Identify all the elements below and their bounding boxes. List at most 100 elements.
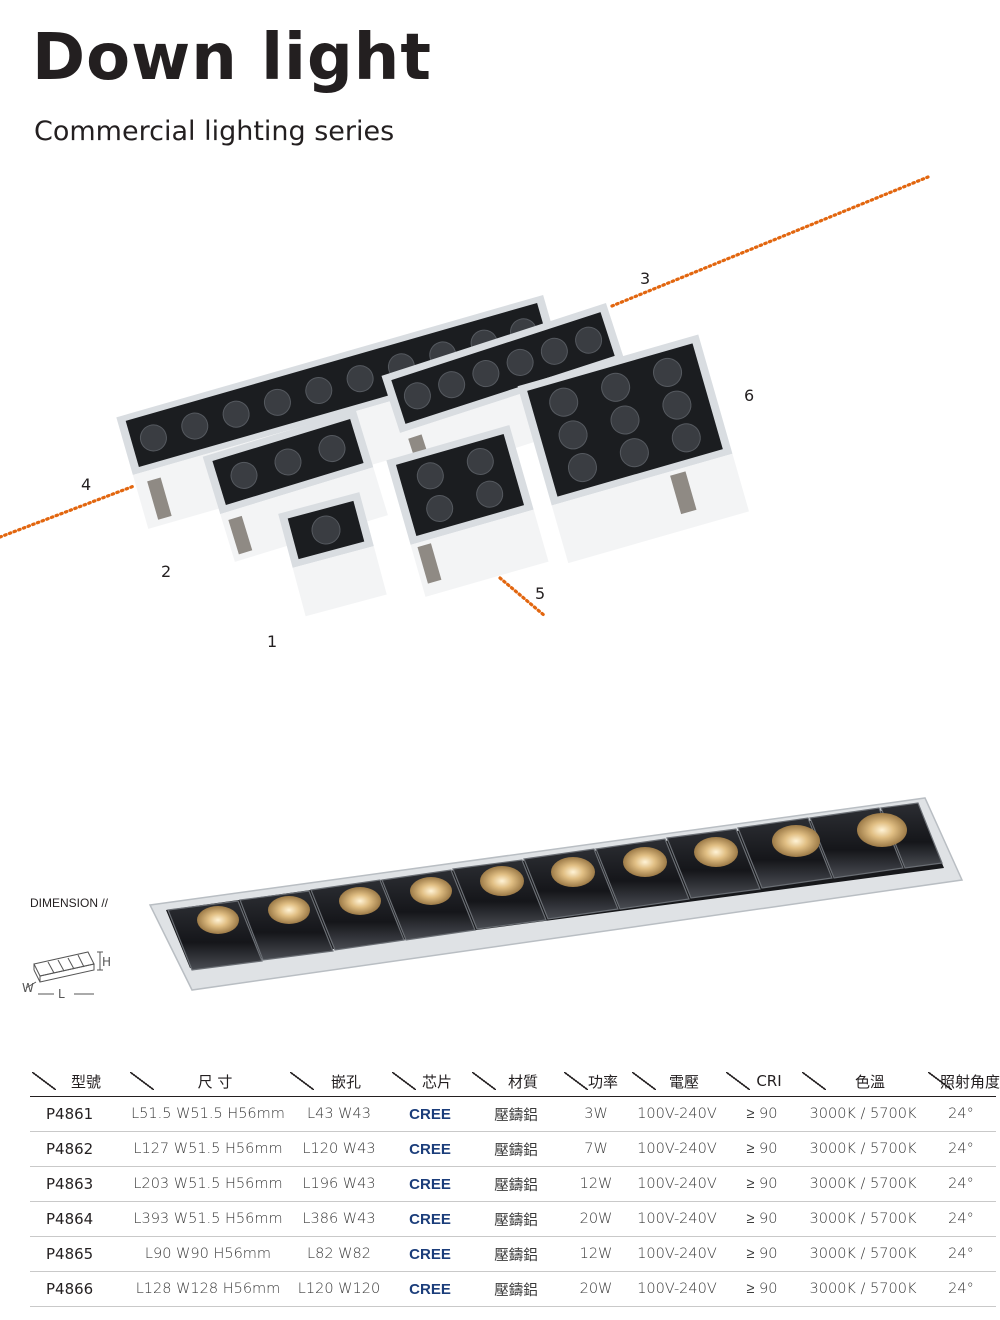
table-row: P4862 L127 W51.5 H56mm L120 W43 CREE 壓鑄鋁… (30, 1131, 996, 1167)
leader-line-5 (498, 576, 547, 618)
cell-model: P4861 (30, 1096, 128, 1132)
column-header-model: 型號 (30, 1066, 128, 1097)
lit-linear-light-illustration (148, 797, 964, 991)
cell-chip: CREE (390, 1131, 470, 1167)
cell-size: L203 W51.5 H56mm (128, 1166, 288, 1202)
cell-cutout: L120 W43 (288, 1131, 390, 1167)
cell-material: 壓鑄鋁 (470, 1166, 562, 1202)
cell-cutout: L43 W43 (288, 1096, 390, 1132)
cell-power: 12W (562, 1236, 630, 1272)
specification-table: 型號 尺 寸 嵌孔 芯片 材質 功率 電壓 CRI 色溫 照射角度 P4861 … (30, 1066, 1000, 1307)
cell-voltage: 100V-240V (630, 1236, 724, 1272)
callout-number-6: 6 (744, 386, 755, 405)
cell-beam-angle: 24° (926, 1201, 996, 1237)
callout-leaders (0, 175, 930, 618)
cell-cutout: L82 W82 (288, 1236, 390, 1272)
page-title: Down light (32, 21, 432, 95)
cell-voltage: 100V-240V (630, 1131, 724, 1167)
cell-model: P4865 (30, 1236, 128, 1272)
cell-beam-angle: 24° (926, 1096, 996, 1132)
column-header-cri: CRI (724, 1066, 800, 1097)
cell-cri: ≥ 90 (724, 1166, 800, 1202)
product-5-quad-light (386, 425, 549, 597)
leader-line-3 (610, 175, 930, 308)
cell-size: L128 W128 H56mm (128, 1271, 288, 1307)
cell-color-temp: 3000K / 5700K (800, 1201, 926, 1237)
cell-power: 7W (562, 1131, 630, 1167)
dimension-diagram-icon: H W L (22, 951, 111, 1001)
column-header-voltage: 電壓 (630, 1066, 724, 1097)
cell-power: 3W (562, 1096, 630, 1132)
cell-chip: CREE (390, 1271, 470, 1307)
cell-chip: CREE (390, 1096, 470, 1132)
cell-chip: CREE (390, 1201, 470, 1237)
cell-color-temp: 3000K / 5700K (800, 1166, 926, 1202)
cell-beam-angle: 24° (926, 1271, 996, 1307)
dimension-width-letter: W (22, 981, 34, 995)
cell-cutout: L386 W43 (288, 1201, 390, 1237)
cell-color-temp: 3000K / 5700K (800, 1236, 926, 1272)
cell-size: L90 W90 H56mm (128, 1236, 288, 1272)
callout-number-3: 3 (640, 269, 651, 288)
cell-beam-angle: 24° (926, 1166, 996, 1202)
cell-size: L127 W51.5 H56mm (128, 1131, 288, 1167)
table-header-row: 型號 尺 寸 嵌孔 芯片 材質 功率 電壓 CRI 色溫 照射角度 (30, 1066, 1000, 1097)
column-header-color-temp: 色溫 (800, 1066, 926, 1097)
cell-voltage: 100V-240V (630, 1201, 724, 1237)
cell-power: 20W (562, 1201, 630, 1237)
column-header-material: 材質 (470, 1066, 562, 1097)
dimension-height-letter: H (102, 955, 111, 969)
cell-voltage: 100V-240V (630, 1096, 724, 1132)
cell-size: L51.5 W51.5 H56mm (128, 1096, 288, 1132)
cell-power: 20W (562, 1271, 630, 1307)
cell-cri: ≥ 90 (724, 1201, 800, 1237)
cell-beam-angle: 24° (926, 1236, 996, 1272)
cell-color-temp: 3000K / 5700K (800, 1131, 926, 1167)
cell-cri: ≥ 90 (724, 1096, 800, 1132)
cell-chip: CREE (390, 1236, 470, 1272)
cell-model: P4866 (30, 1271, 128, 1307)
cell-beam-angle: 24° (926, 1131, 996, 1167)
cell-material: 壓鑄鋁 (470, 1131, 562, 1167)
leader-line-4 (0, 484, 136, 539)
callout-number-2: 2 (161, 562, 172, 581)
cell-size: L393 W51.5 H56mm (128, 1201, 288, 1237)
cell-cutout: L120 W120 (288, 1271, 390, 1307)
cell-chip: CREE (390, 1166, 470, 1202)
cell-material: 壓鑄鋁 (470, 1236, 562, 1272)
dimension-length-letter: L (58, 987, 65, 1001)
cell-cutout: L196 W43 (288, 1166, 390, 1202)
product-group-illustration (0, 175, 930, 618)
cell-power: 12W (562, 1166, 630, 1202)
table-row: P4861 L51.5 W51.5 H56mm L43 W43 CREE 壓鑄鋁… (30, 1096, 996, 1132)
column-header-cutout: 嵌孔 (288, 1066, 390, 1097)
cell-material: 壓鑄鋁 (470, 1096, 562, 1132)
cell-color-temp: 3000K / 5700K (800, 1096, 926, 1132)
cell-cri: ≥ 90 (724, 1236, 800, 1272)
table-row: P4863 L203 W51.5 H56mm L196 W43 CREE 壓鑄鋁… (30, 1166, 996, 1202)
callout-number-4: 4 (81, 475, 92, 494)
product-1-single-light (278, 492, 387, 617)
cell-color-temp: 3000K / 5700K (800, 1271, 926, 1307)
warm-lit-lenses (197, 813, 907, 934)
column-header-chip: 芯片 (390, 1066, 470, 1097)
table-row: P4865 L90 W90 H56mm L82 W82 CREE 壓鑄鋁 12W… (30, 1236, 996, 1272)
product-6-grid-light (517, 334, 749, 564)
cell-model: P4863 (30, 1166, 128, 1202)
table-row: P4866 L128 W128 H56mm L120 W120 CREE 壓鑄鋁… (30, 1271, 996, 1307)
cell-cri: ≥ 90 (724, 1131, 800, 1167)
cell-model: P4862 (30, 1131, 128, 1167)
cell-material: 壓鑄鋁 (470, 1271, 562, 1307)
cell-model: P4864 (30, 1201, 128, 1237)
column-header-beam-angle: 照射角度 (926, 1066, 1000, 1097)
callout-number-1: 1 (267, 632, 278, 651)
cell-material: 壓鑄鋁 (470, 1201, 562, 1237)
dimension-label: DIMENSION // (30, 896, 109, 910)
cell-voltage: 100V-240V (630, 1271, 724, 1307)
callout-number-5: 5 (535, 584, 546, 603)
column-header-size: 尺 寸 (128, 1066, 288, 1097)
table-row: P4864 L393 W51.5 H56mm L386 W43 CREE 壓鑄鋁… (30, 1201, 996, 1237)
cell-voltage: 100V-240V (630, 1166, 724, 1202)
page-subtitle: Commercial lighting series (34, 116, 395, 147)
column-header-power: 功率 (562, 1066, 630, 1097)
